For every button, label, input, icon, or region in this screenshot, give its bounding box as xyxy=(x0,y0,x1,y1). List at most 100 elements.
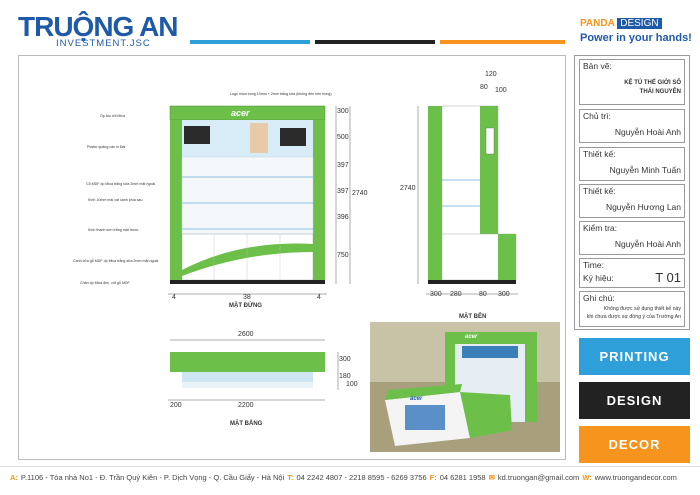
plan-right-dim-2: 180 xyxy=(339,373,351,380)
front-bottom-dim-1: 4 xyxy=(172,294,176,301)
side-total-dim: 2740 xyxy=(400,185,416,192)
side-cabinet-face xyxy=(498,234,516,280)
front-dim-1: 300 xyxy=(337,108,349,115)
kiem-tra-box: Kiểm tra: Nguyễn Hoài Anh xyxy=(579,221,685,255)
render-brand-text: acer xyxy=(465,334,478,340)
time-label: Time: xyxy=(583,260,604,270)
render-right-post xyxy=(525,332,537,422)
time-box: Time: Ký hiệu: T 01 xyxy=(579,258,685,288)
thiet-ke-box-2: Thiết kế: Nguyễn Hương Lan xyxy=(579,184,685,218)
thiet-ke-box-1: Thiết kế: Nguyễn Minh Tuấn xyxy=(579,147,685,181)
truong-an-logo: TRUỘNG AN INVESTMENT.JSC xyxy=(18,11,179,50)
side-base xyxy=(428,280,516,284)
footer-website[interactable]: www.truongandecor.com xyxy=(594,472,677,482)
front-right-post xyxy=(313,120,325,280)
render-poster xyxy=(462,346,518,358)
render-3d xyxy=(370,322,560,452)
side-bottom-dim-4: 300 xyxy=(498,291,510,298)
panda-slogan: Power in your hands! xyxy=(580,32,692,44)
panda-design-label: DESIGN xyxy=(617,18,662,29)
ban-ve-line1: KỆ TỦ THẾ GIỚI SỐ xyxy=(624,80,681,86)
ghi-chu-label: Ghi chú: xyxy=(583,293,615,303)
plan-back xyxy=(182,382,313,388)
ky-hieu-label: Ký hiệu: xyxy=(583,273,614,283)
chu-tri-label: Chủ trì: xyxy=(583,111,611,121)
service-printing: PRINTING xyxy=(579,338,690,375)
render-left-post xyxy=(445,332,455,422)
annotation-1: Logo mica trong 10mm + 2mm trắng sữa (kh… xyxy=(230,92,332,96)
annotation-6: Kính thanh sơn trắng mặt trước xyxy=(88,228,139,232)
plan-right-dim-3: 100 xyxy=(346,381,358,388)
render-header xyxy=(455,332,525,344)
thiet-ke-value-1: Nguyễn Minh Tuấn xyxy=(609,165,681,175)
front-elevation xyxy=(168,105,351,295)
header-bar-dark xyxy=(315,40,435,44)
ky-hieu-value: T 01 xyxy=(655,270,681,285)
plan-right-dim-1: 300 xyxy=(339,356,351,363)
poster-laptop-2 xyxy=(280,128,306,146)
ghi-chu-line1: Không được sử dụng thiết kế này xyxy=(603,306,681,312)
title-block: Bản vẽ: KỆ TỦ THẾ GIỚI SỐ THÁI NGUYÊN Ch… xyxy=(574,55,690,330)
front-dim-2: 500 xyxy=(337,134,349,141)
side-main-post xyxy=(428,106,442,280)
plan-bottom-dim-1: 200 xyxy=(170,402,182,409)
phone-icon: T: xyxy=(287,472,294,482)
front-left-post xyxy=(170,120,182,280)
front-dim-3: 397 xyxy=(337,162,349,169)
front-brand-text: acer xyxy=(231,108,250,118)
plan-caption: MẶT BẰNG xyxy=(230,421,263,427)
front-caption: MẶT ĐỨNG xyxy=(229,303,262,309)
service-decor: DECOR xyxy=(579,426,690,463)
chu-tri-box: Chủ trì: Nguyễn Hoài Anh xyxy=(579,109,685,143)
kiem-tra-label: Kiểm tra: xyxy=(583,223,618,233)
side-top-dim-3: 100 xyxy=(495,87,507,94)
poster-person xyxy=(250,123,268,153)
side-top-dim-2: 80 xyxy=(480,84,488,91)
email-icon: ✉ xyxy=(488,472,495,482)
logo-main-text: TRUỘNG AN xyxy=(18,11,179,42)
render-counter-poster xyxy=(405,405,445,430)
render-counter-top xyxy=(385,384,462,400)
ban-ve-box: Bản vẽ: KỆ TỦ THẾ GIỚI SỐ THÁI NGUYÊN xyxy=(579,59,685,105)
thiet-ke-label-2: Thiết kế: xyxy=(583,186,616,196)
side-elevation xyxy=(417,105,518,295)
footer-email[interactable]: kd.truongan@gmail.com xyxy=(497,472,580,482)
side-caption: MẶT BÊN xyxy=(459,314,487,320)
ban-ve-label: Bản vẽ: xyxy=(583,61,612,71)
service-design: DESIGN xyxy=(579,382,690,419)
annotation-2: Ốp Alu chỉ Mica xyxy=(100,114,125,118)
front-bottom-dim-2: 38 xyxy=(243,294,251,301)
panda-name: PANDA xyxy=(580,18,615,29)
cabinet-swoosh xyxy=(182,243,313,276)
plan-top-surface xyxy=(170,352,325,372)
logo-sub-text: INVESTMENT.JSC xyxy=(56,38,151,49)
ban-ve-line2: THÁI NGUYÊN xyxy=(639,89,681,95)
front-dim-6: 750 xyxy=(337,252,349,259)
ghi-chu-line2: khi chưa được sự đồng ý của Trường An xyxy=(586,314,681,320)
plan-view xyxy=(168,339,339,401)
side-bottom-dim-2: 280 xyxy=(450,291,462,298)
front-bottom-dim-3: 4 xyxy=(317,294,321,301)
annotation-5: Kính 10mm mài vát cạnh phía sau xyxy=(88,198,143,202)
thiet-ke-label-1: Thiết kế: xyxy=(583,149,616,159)
fax-icon: F: xyxy=(429,472,437,482)
plan-glass xyxy=(182,372,313,382)
render-counter-side xyxy=(460,392,512,438)
ghi-chu-box: Ghi chú: Không được sử dụng thiết kế này… xyxy=(579,291,685,327)
footer-fax: 04 6281 1958 xyxy=(439,472,486,482)
footer: A: P.1106 - Tòa nhà No1 - Đ. Trần Quý Ki… xyxy=(10,470,695,484)
annotation-7: Cánh cửa gỗ MDF ốp Mica trắng sữa 2mm mặ… xyxy=(73,259,159,263)
render-counter-brand: acer xyxy=(410,396,423,402)
kiem-tra-value: Nguyễn Hoài Anh xyxy=(614,239,681,249)
panda-design-logo: PANDA DESIGN Power in your hands! xyxy=(580,18,692,48)
side-bottom-dim-3: 80 xyxy=(479,291,487,298)
front-dim-5: 396 xyxy=(337,214,349,221)
plan-bottom-dim-2: 2200 xyxy=(238,402,254,409)
front-dim-4: 397 xyxy=(337,188,349,195)
side-display-box xyxy=(485,127,495,155)
poster-laptop-1 xyxy=(184,126,210,144)
footer-divider xyxy=(0,466,700,467)
thiet-ke-value-2: Nguyễn Hương Lan xyxy=(605,202,681,212)
front-shelves-area xyxy=(181,156,314,235)
technical-drawing xyxy=(168,105,560,452)
